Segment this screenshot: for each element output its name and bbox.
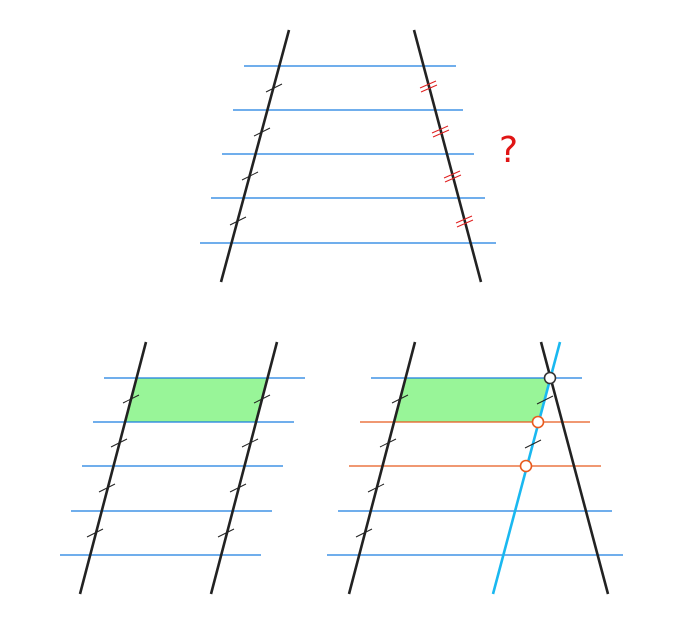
br-intersection-point-top [543,371,557,385]
br-left-equal-ticks [355,394,409,538]
br-intersection-point-middle [531,415,545,429]
bl-right-tick-2 [241,438,259,448]
top-right-tick-4b [456,219,474,228]
br-left-tick-1 [391,394,409,404]
bl-left-tick-3 [98,483,116,493]
br-construction-ticks [524,395,554,449]
top-right-unknown-double-ticks [419,80,474,228]
bl-right-equal-ticks [217,394,271,538]
top-left-tick-1 [265,83,283,93]
top-figure: ? [200,29,518,283]
br-left-tick-4 [355,528,373,538]
top-right-tick-3b [444,174,462,183]
top-left-tick-3 [241,171,259,181]
bl-right-tick-1 [253,394,271,404]
top-right-tick-1a [419,80,437,89]
br-right-transversal [539,341,610,595]
br-left-tick-2 [379,438,397,448]
bottom-left-parallel-lines [60,377,305,556]
br-construction-tick-1 [536,395,554,405]
top-right-tick-2a [431,125,449,134]
top-right-tick-1b [420,84,438,93]
question-mark: ? [499,130,518,171]
top-left-equal-ticks [229,83,283,226]
bl-left-equal-ticks [86,394,140,538]
bl-right-transversal [209,341,279,595]
br-left-tick-3 [367,483,385,493]
top-right-tick-2b [432,129,450,138]
top-left-tick-2 [253,127,271,137]
bl-left-transversal [78,341,148,595]
bottom-left-figure [60,341,305,595]
br-left-transversal [347,341,417,595]
top-right-tick-4a [455,215,473,224]
br-intersection-point-lower [519,459,533,473]
top-left-transversal [219,29,291,283]
bottom-right-figure [327,341,623,595]
top-parallel-lines [200,65,496,244]
br-orange-parallel-lines [349,421,601,467]
bottom-right-highlighted-trapezoid [394,378,550,422]
br-construction-tick-2 [524,439,542,449]
top-right-tick-3a [443,170,461,179]
bl-right-tick-3 [229,483,247,493]
bl-left-tick-1 [122,394,140,404]
top-left-tick-4 [229,216,247,226]
bl-right-tick-4 [217,528,235,538]
bl-left-tick-4 [86,528,104,538]
bottom-left-highlighted-trapezoid [125,378,267,422]
bl-left-tick-2 [110,438,128,448]
top-right-transversal [412,29,483,283]
